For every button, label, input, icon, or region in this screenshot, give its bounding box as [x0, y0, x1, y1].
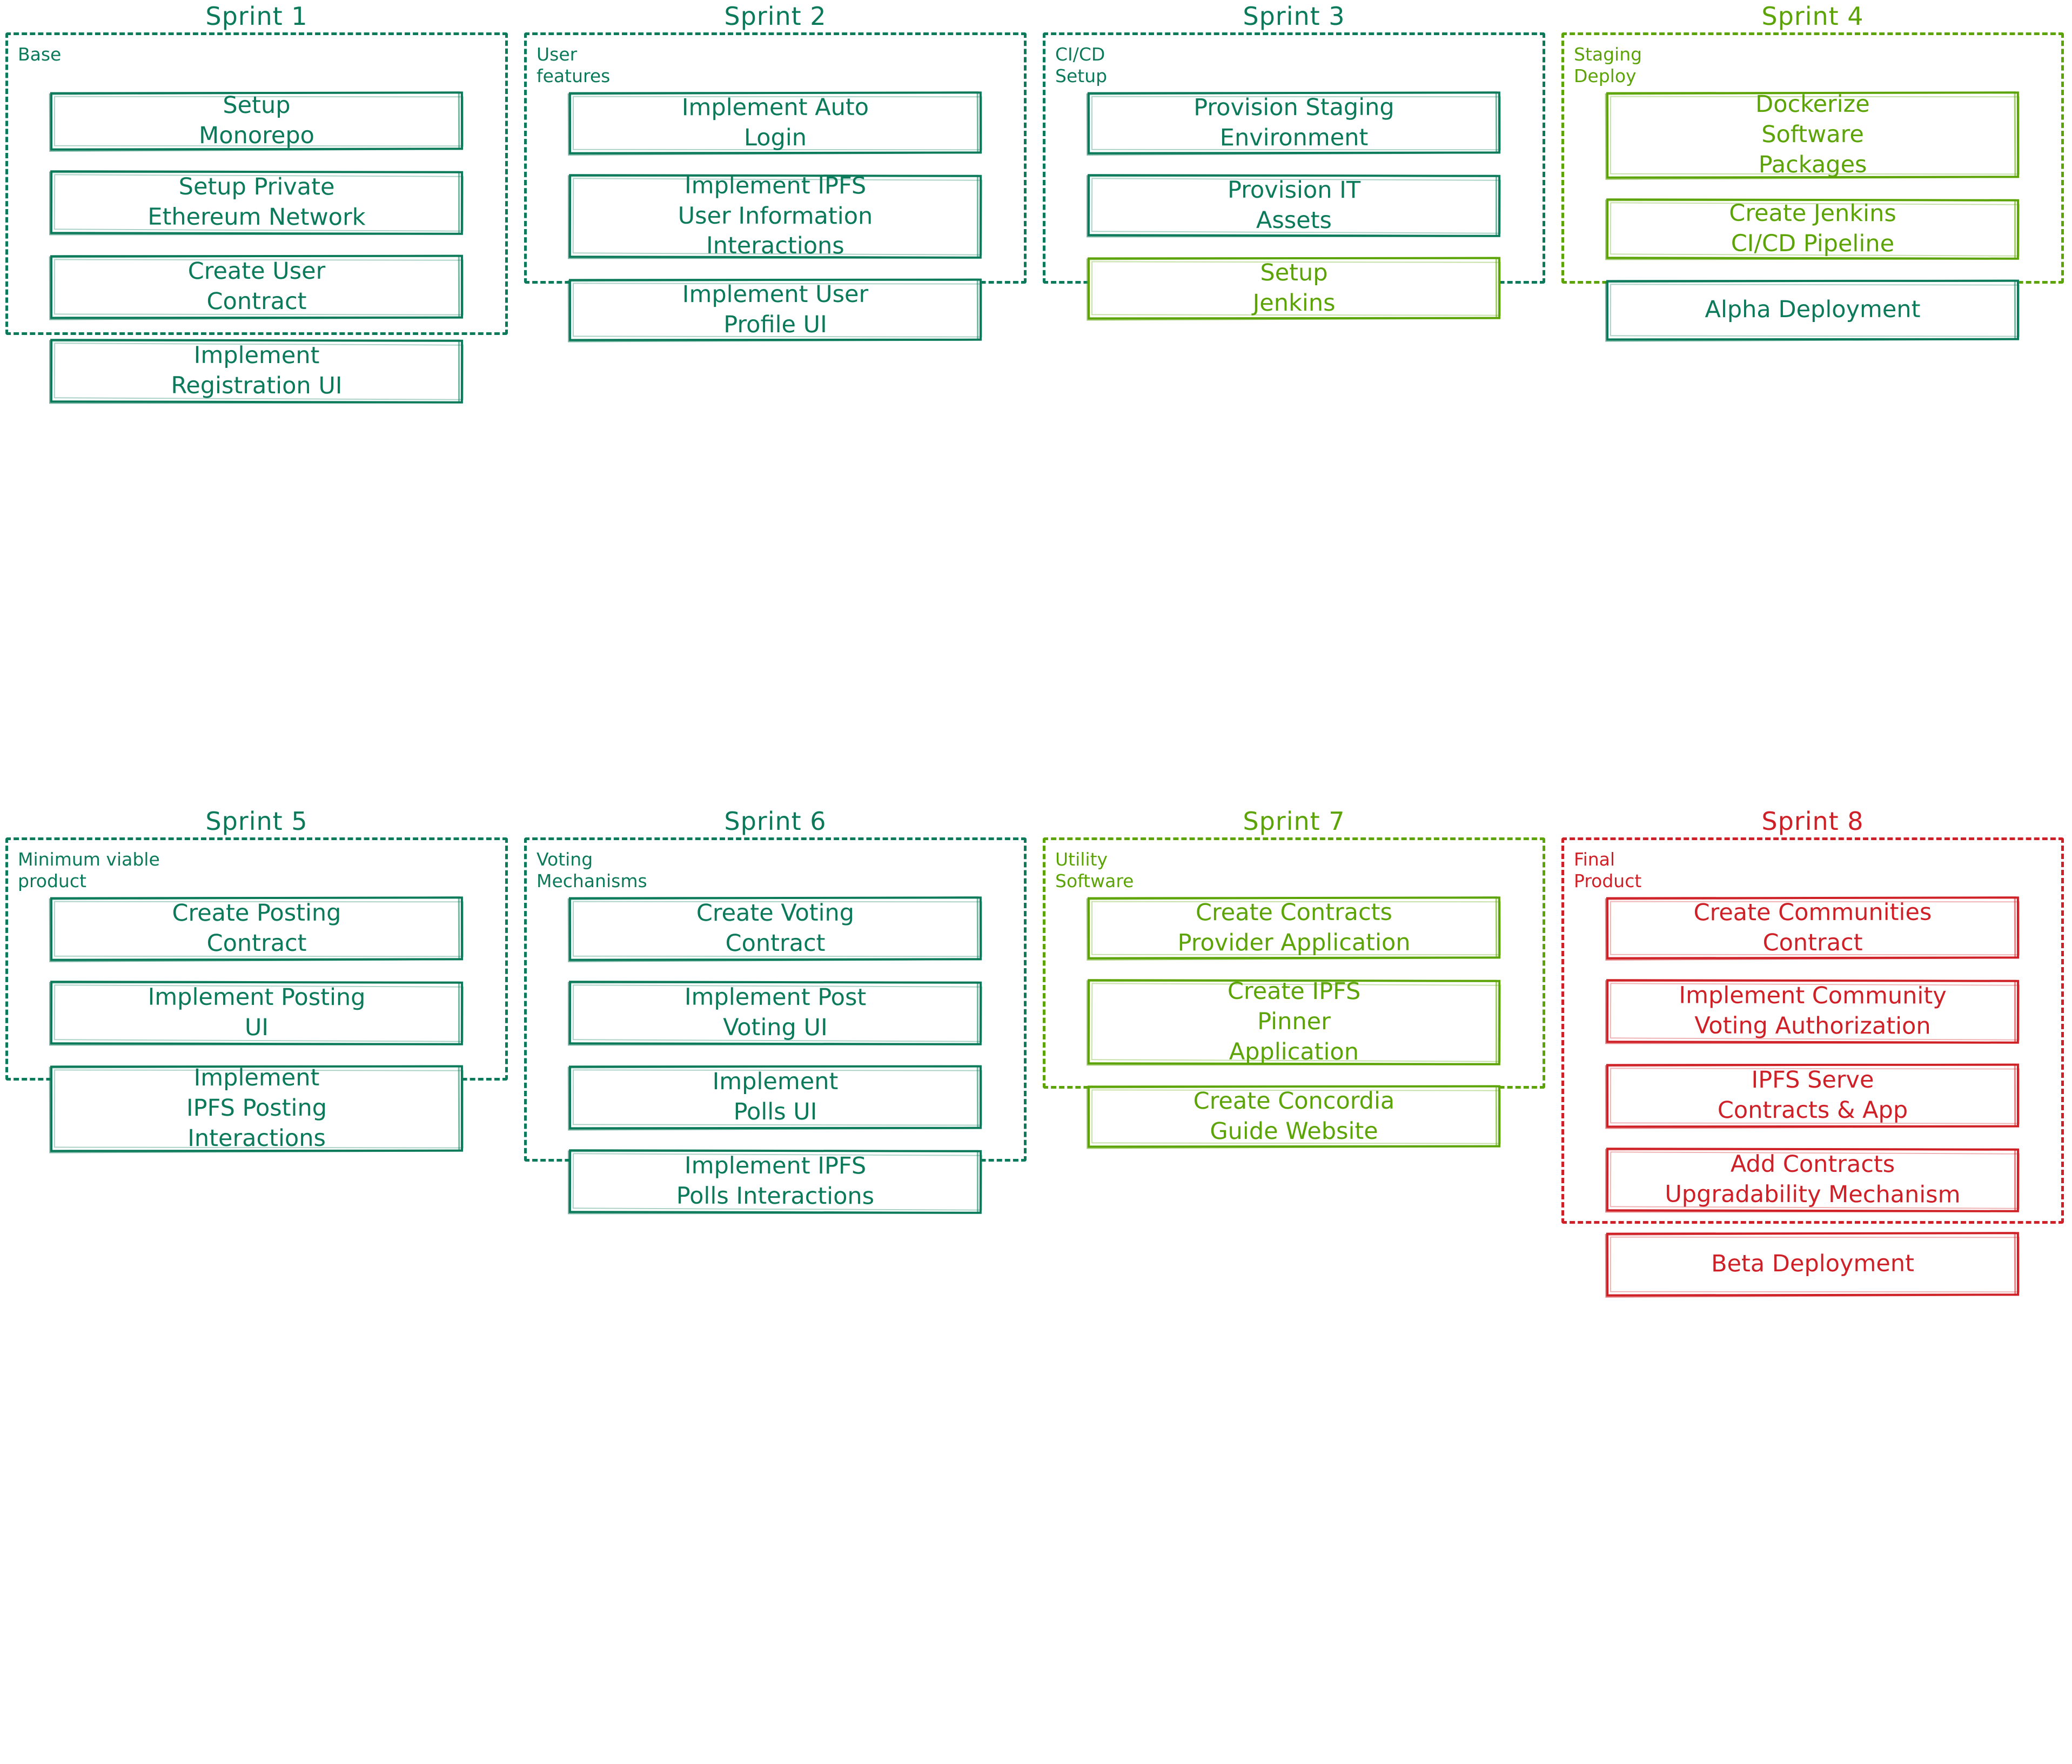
sprint-title: Sprint 8: [1761, 807, 1864, 836]
task-card-label: Create User Contract: [187, 257, 326, 316]
task-card[interactable]: Implement Community Voting Authorization: [1606, 979, 2020, 1044]
task-card[interactable]: Create Concordia Guide Website: [1087, 1085, 1501, 1148]
task-card[interactable]: Implement Polls UI: [568, 1065, 982, 1130]
task-card[interactable]: Provision Staging Environment: [1087, 91, 1501, 155]
sprint-title: Sprint 6: [724, 807, 827, 836]
task-card[interactable]: Implement Post Voting UI: [568, 981, 982, 1045]
sprint-frame-label: User features: [537, 44, 611, 87]
task-card[interactable]: Create Communities Contract: [1606, 896, 2020, 960]
task-card[interactable]: Implement User Profile UI: [568, 278, 982, 341]
task-card[interactable]: Implement Auto Login: [568, 91, 982, 155]
task-card-label: Create IPFS Pinner Application: [1227, 977, 1361, 1066]
sprint-title: Sprint 7: [1243, 807, 1345, 836]
task-card[interactable]: Beta Deployment: [1606, 1232, 2020, 1297]
task-card-label: Alpha Deployment: [1705, 296, 1921, 324]
task-card[interactable]: Alpha Deployment: [1606, 279, 2020, 341]
sprint-frame-label: Minimum viable product: [18, 849, 160, 892]
task-card-label: Create Jenkins CI/CD Pipeline: [1729, 199, 1896, 258]
task-card-label: Setup Jenkins: [1252, 259, 1336, 317]
sprint-title: Sprint 5: [205, 807, 308, 836]
sprint-frame-label: Voting Mechanisms: [537, 849, 647, 892]
sprint-title: Sprint 1: [205, 2, 308, 31]
sprint-frame-label: CI/CD Setup: [1055, 44, 1108, 87]
task-card-label: Create Concordia Guide Website: [1193, 1087, 1395, 1145]
sprint-title: Sprint 2: [724, 2, 827, 31]
task-card[interactable]: Create Posting Contract: [50, 896, 464, 961]
task-card[interactable]: Dockerize Software Packages: [1606, 90, 2020, 179]
task-card-label: IPFS Serve Contracts & App: [1717, 1067, 1908, 1124]
task-card[interactable]: Implement IPFS Polls Interactions: [568, 1149, 982, 1214]
task-card-label: Implement Polls UI: [712, 1068, 839, 1126]
sprint-title: Sprint 3: [1243, 2, 1345, 31]
sprint-frame-label: Base: [18, 44, 62, 65]
task-card-label: Provision Staging Environment: [1193, 93, 1394, 151]
task-card[interactable]: Create Jenkins CI/CD Pipeline: [1606, 198, 2020, 260]
sprint-frame-label: Staging Deploy: [1574, 44, 1642, 87]
task-card[interactable]: Add Contracts Upgradability Mechanism: [1606, 1148, 2020, 1212]
task-card[interactable]: Create IPFS Pinner Application: [1087, 977, 1501, 1066]
task-card-label: Create Posting Contract: [172, 899, 341, 957]
task-card[interactable]: Implement Registration UI: [50, 339, 464, 404]
sprint-frame-label: Utility Software: [1055, 849, 1134, 892]
task-card-label: Implement Post Voting UI: [684, 983, 867, 1042]
task-card-label: Setup Private Ethereum Network: [147, 173, 366, 231]
task-card[interactable]: Create Voting Contract: [568, 896, 982, 961]
task-card-label: Provision IT Assets: [1227, 176, 1361, 234]
task-card-label: Implement Posting UI: [147, 983, 366, 1042]
task-card-label: Create Voting Contract: [696, 899, 855, 957]
task-card[interactable]: Setup Jenkins: [1087, 257, 1501, 320]
task-card-label: Implement IPFS Posting Interactions: [186, 1064, 327, 1152]
task-card-label: Dockerize Software Packages: [1755, 90, 1870, 179]
task-card-label: Beta Deployment: [1711, 1250, 1914, 1278]
task-card-label: Implement Registration UI: [171, 341, 343, 400]
task-card[interactable]: Create User Contract: [50, 254, 464, 319]
task-card[interactable]: Implement IPFS User Information Interact…: [568, 172, 982, 260]
task-card-label: Setup Monorepo: [199, 92, 314, 150]
task-card[interactable]: Setup Monorepo: [50, 91, 464, 151]
task-card-label: Implement IPFS User Information Interact…: [678, 172, 873, 260]
task-card[interactable]: IPFS Serve Contracts & App: [1606, 1063, 2020, 1128]
task-card[interactable]: Implement Posting UI: [50, 981, 464, 1045]
sprint-frame-label: Final Product: [1574, 849, 1642, 892]
task-card-label: Implement IPFS Polls Interactions: [676, 1152, 875, 1210]
task-card[interactable]: Provision IT Assets: [1087, 174, 1501, 237]
sprint-title: Sprint 4: [1761, 2, 1864, 31]
task-card-label: Add Contracts Upgradability Mechanism: [1665, 1150, 1961, 1209]
task-card-label: Create Contracts Provider Application: [1177, 898, 1411, 956]
task-card-label: Implement Auto Login: [681, 93, 869, 151]
task-card[interactable]: Implement IPFS Posting Interactions: [50, 1064, 464, 1152]
task-card-label: Create Communities Contract: [1693, 898, 1932, 956]
task-card[interactable]: Create Contracts Provider Application: [1087, 896, 1501, 960]
task-card-label: Implement User Profile UI: [682, 280, 869, 338]
task-card-label: Implement Community Voting Authorization: [1679, 982, 1947, 1040]
task-card[interactable]: Setup Private Ethereum Network: [50, 170, 464, 235]
